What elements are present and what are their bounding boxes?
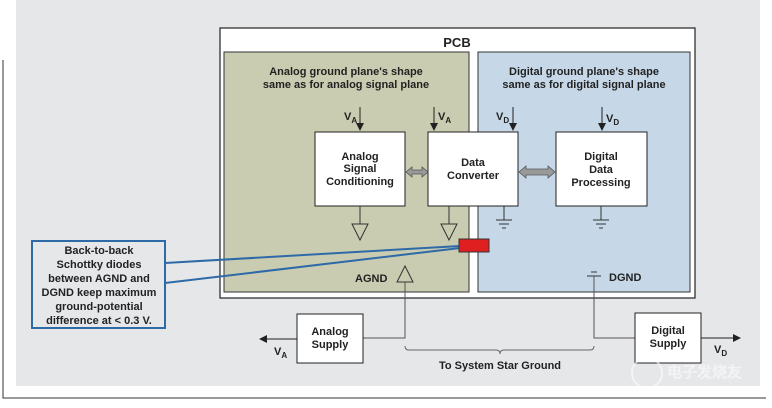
callout-box: [31, 240, 166, 329]
analog-plane-caption-2: same as for analog signal plane: [263, 79, 429, 91]
dgnd-label: DGND: [609, 272, 641, 284]
block-text: Supply: [650, 338, 688, 350]
callout-line: DGND keep maximum: [42, 287, 157, 299]
watermark-cn: 电子发烧友: [667, 363, 742, 381]
vd-label-2: VD: [606, 113, 619, 127]
block-text: Data: [589, 164, 614, 176]
callout-leader: [164, 245, 461, 264]
callout-text: Back-to-back Schottky diodes between AGN…: [42, 245, 157, 327]
callout-line: between AGND and: [48, 273, 150, 285]
analog-plane-caption-1: Analog ground plane's shape: [269, 66, 423, 78]
callout-line: Schottky diodes: [57, 259, 142, 271]
watermark-url: www.elecfans.com: [667, 384, 748, 394]
va-output-label: VA: [274, 346, 287, 360]
analog-supply-block: [296, 313, 364, 364]
block-text: Analog: [341, 151, 378, 163]
digital-data-processing-block: [555, 131, 648, 207]
star-ground-brace: [404, 345, 595, 355]
block-text: Supply: [312, 339, 350, 351]
block-text: Data: [461, 157, 486, 169]
block-text: Signal: [343, 163, 376, 175]
callout-leader: [164, 247, 461, 284]
agnd-wire: [363, 282, 406, 339]
agnd-label: AGND: [355, 273, 387, 285]
block-text: Analog: [311, 326, 348, 338]
bidirectional-arrow-icon: [405, 166, 429, 178]
frame-border: [2, 60, 766, 399]
supply-arrows: [356, 107, 606, 131]
callout-line: ground-potential: [55, 301, 142, 313]
analog-ground-symbols: [351, 206, 458, 242]
callout-line: difference at < 0.3 V.: [46, 315, 152, 327]
analog-signal-conditioning-block: [314, 131, 406, 207]
va-label-2: VA: [438, 111, 451, 125]
digital-plane-caption-1: Digital ground plane's shape: [509, 66, 659, 78]
data-converter-block: [427, 131, 519, 207]
digital-supply-block: [634, 312, 702, 364]
va-label-1: VA: [344, 111, 357, 125]
digital-ground-symbols: [496, 206, 609, 229]
dgnd-wire: [593, 276, 635, 339]
vd-label-1: VD: [496, 111, 509, 125]
block-text: Digital: [584, 151, 618, 163]
callout-line: Back-to-back: [64, 245, 134, 257]
block-text: Conditioning: [326, 176, 394, 188]
schottky-diode-marker: [458, 238, 490, 253]
watermark-logo: 电子发烧友 www.elecfans.com: [631, 357, 748, 394]
block-text: Processing: [571, 177, 630, 189]
digital-plane-caption-2: same as for digital signal plane: [502, 79, 665, 91]
star-ground-label: To System Star Ground: [439, 360, 561, 372]
block-text: Converter: [447, 170, 500, 182]
bidirectional-arrow-icon: [518, 165, 556, 179]
vd-output-label: VD: [714, 344, 727, 358]
block-text: Digital: [651, 325, 685, 337]
pcb-title: PCB: [443, 35, 470, 50]
